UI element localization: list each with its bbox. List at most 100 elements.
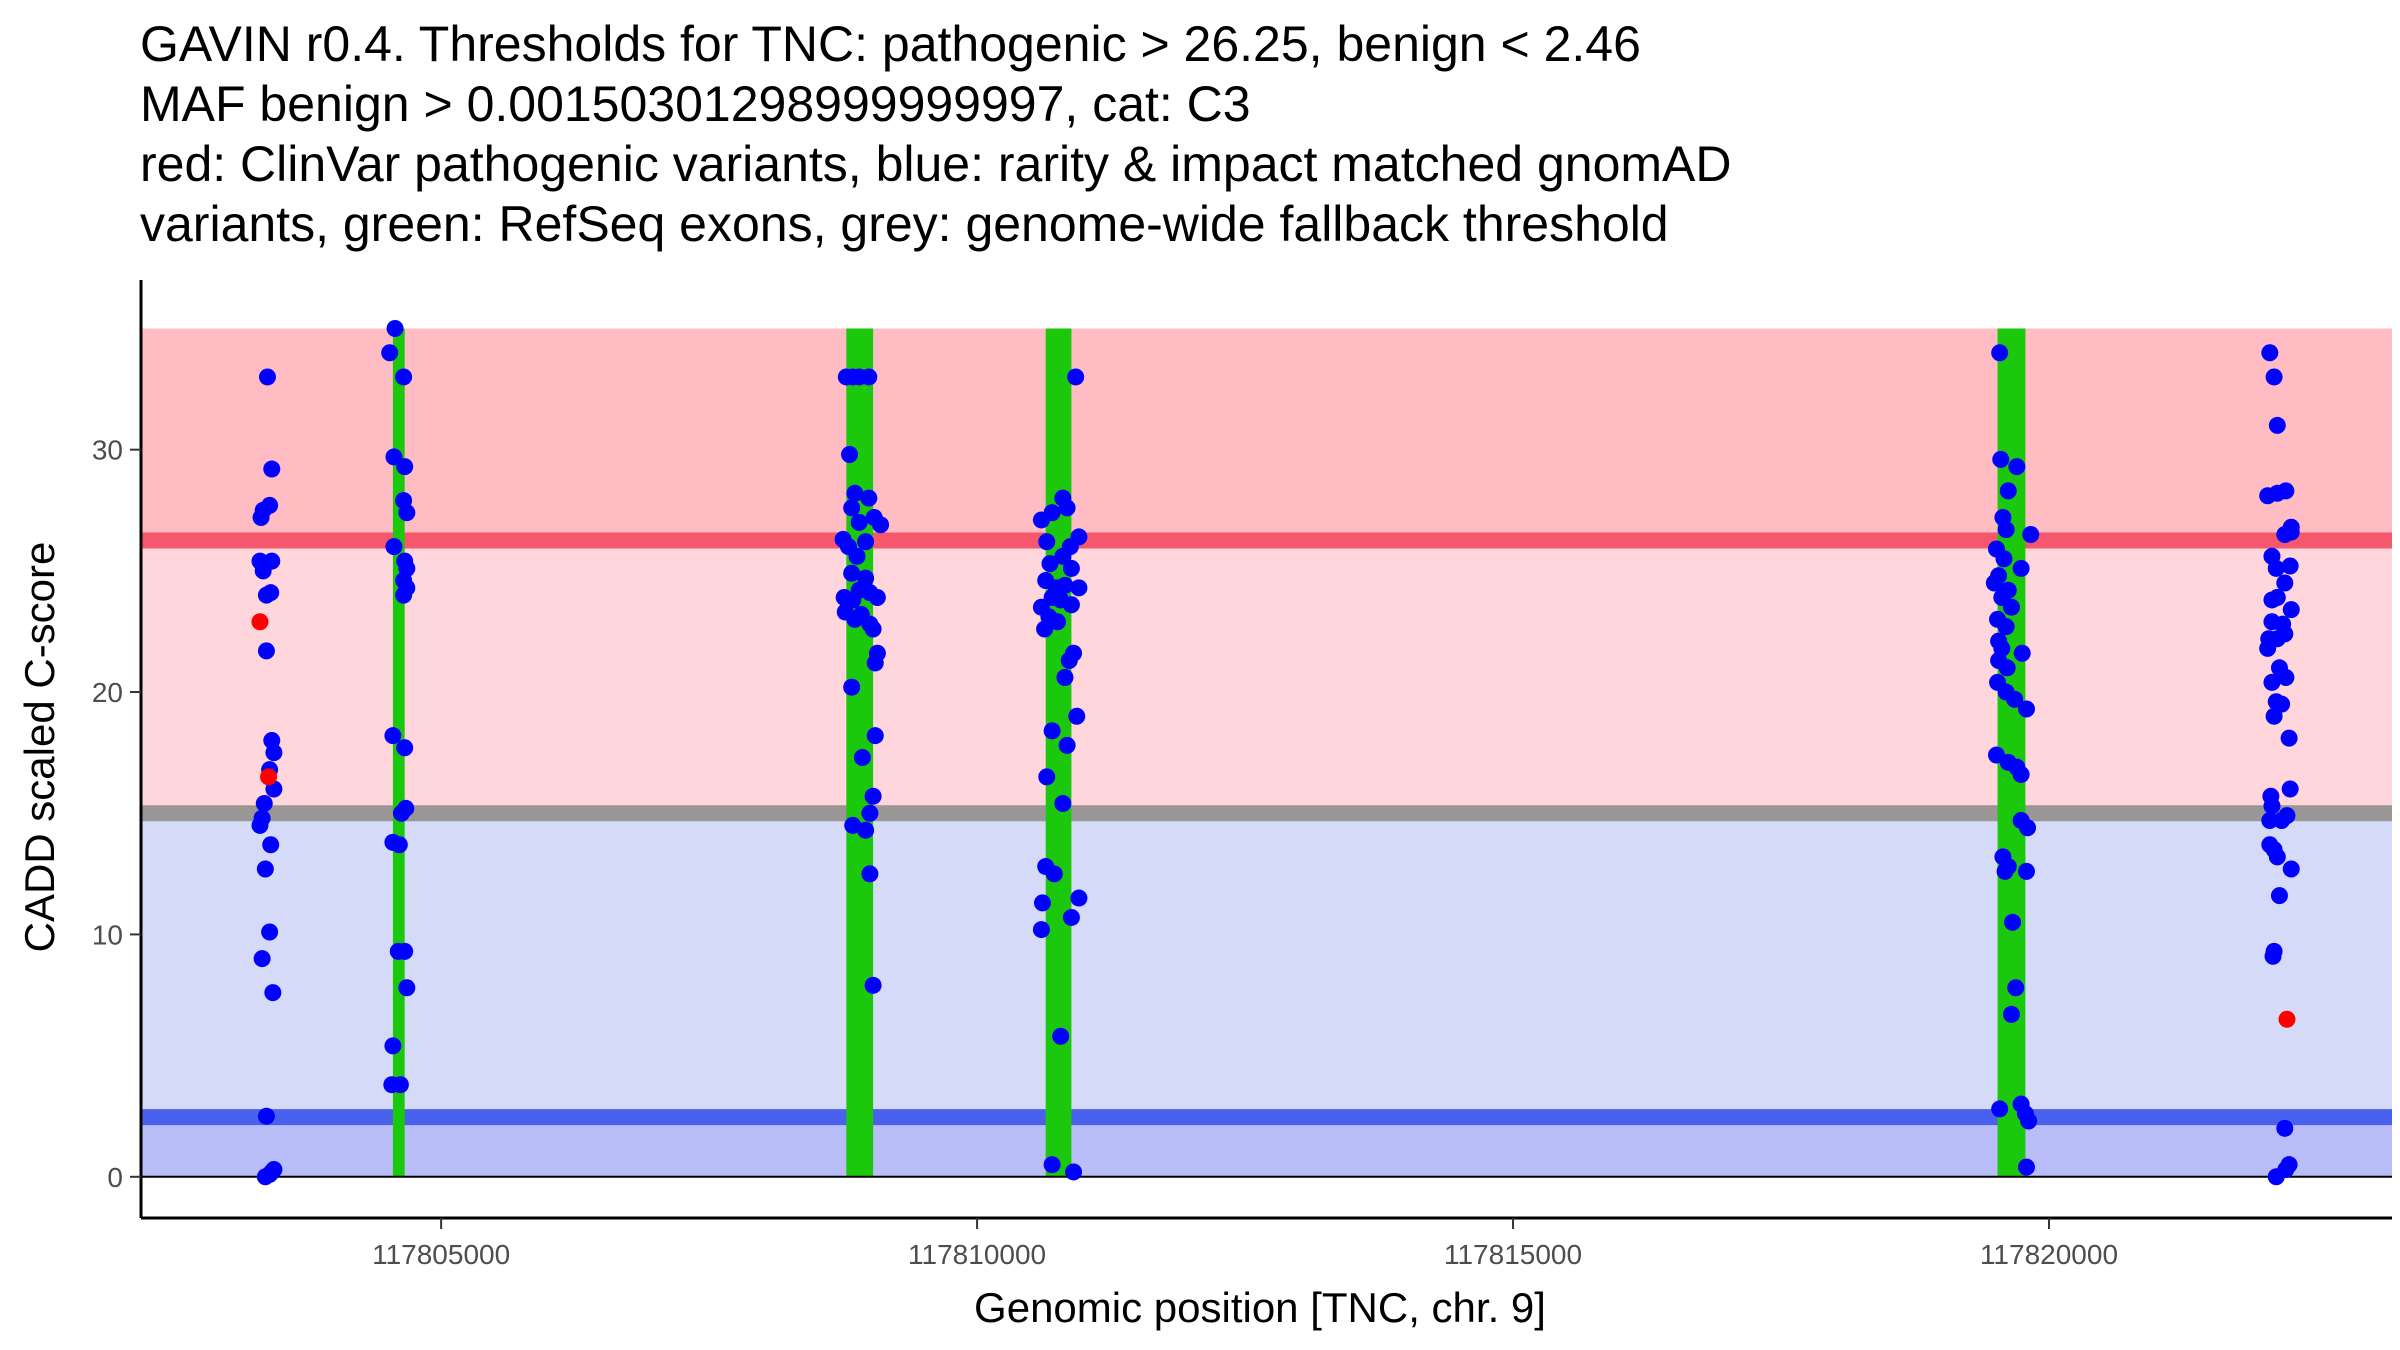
gnomad-point (1998, 659, 2016, 677)
gnomad-point (868, 589, 886, 607)
gnomad-point (2276, 625, 2294, 643)
gnomad-point (850, 513, 868, 531)
gnomad-point (864, 976, 882, 994)
gnomad-point (860, 489, 878, 507)
gnomad-point (1999, 482, 2017, 500)
x-tick-label: 117805000 (372, 1239, 510, 1270)
gnomad-point (1991, 344, 2009, 362)
gnomad-point (2017, 700, 2035, 718)
gnomad-point (1985, 574, 2003, 592)
clinvar-point (260, 768, 278, 786)
gnomad-point (2278, 807, 2296, 825)
clinvar-point (2278, 1010, 2296, 1028)
gnomad-point (2276, 574, 2294, 592)
gnomad-point (861, 865, 879, 883)
gnomad-point (2268, 416, 2286, 434)
gnomad-point (1058, 499, 1076, 517)
gnomad-point (2259, 639, 2277, 657)
gnomad-point (1048, 613, 1066, 631)
gnomad-point (2012, 765, 2030, 783)
gnomad-point (2263, 797, 2281, 815)
gnomad-point (1067, 368, 1085, 386)
gnomad-point (261, 496, 279, 514)
gnomad-point (1997, 521, 2015, 539)
gnomad-point (2276, 1119, 2294, 1137)
gnomad-point (258, 368, 276, 386)
gnomad-point (398, 504, 416, 522)
gnomad-point (2002, 1005, 2020, 1023)
gnomad-point (1056, 668, 1074, 686)
gnomad-point (262, 836, 280, 854)
gnomad-point (2261, 344, 2279, 362)
gnomad-point (384, 727, 402, 745)
zone-uncertain_above_fallback (141, 540, 2392, 814)
gnomad-point (2277, 668, 2295, 686)
zone-benign (141, 1117, 2392, 1177)
gnomad-point (2281, 780, 2299, 798)
gnomad-point (1065, 1163, 1083, 1181)
gnomad-point (2282, 601, 2300, 619)
x-tick-label: 117815000 (1444, 1239, 1582, 1270)
gnomad-point (2267, 1168, 2285, 1186)
gnomad-point (2264, 947, 2282, 965)
gnomad-point (257, 642, 275, 660)
gnomad-point (252, 509, 270, 527)
gnomad-point (860, 368, 878, 386)
gnomad-point (1070, 579, 1088, 597)
gnomad-point (843, 678, 861, 696)
gnomad-point (1991, 1100, 2009, 1118)
gnomad-point (1054, 795, 1072, 813)
gnomad-point (1992, 450, 2010, 468)
y-tick-label: 30 (92, 435, 123, 466)
gnomad-point (1996, 862, 2014, 880)
x-axis-title: Genomic position [TNC, chr. 9] (974, 1284, 1546, 1331)
clinvar-point (251, 613, 269, 631)
gnomad-point (857, 533, 875, 551)
gnomad-point (1045, 865, 1063, 883)
gnomad-point (381, 344, 399, 362)
gnomad-point (2022, 525, 2040, 543)
gnomad-point (256, 860, 274, 878)
gnomad-point (2013, 644, 2031, 662)
gnomad-point (254, 562, 272, 580)
gnomad-point (843, 564, 861, 582)
gnomad-point (255, 795, 273, 813)
axes: 117805000 117810000 117815000 117820000 010… (92, 280, 2392, 1270)
x-axis-ticks: 117805000 117810000 117815000 117820000 (372, 1218, 2118, 1270)
gnomad-point (864, 620, 882, 638)
gnomad-point (2282, 860, 2300, 878)
gnomad-point (1054, 547, 1072, 565)
gnomad-point (396, 458, 414, 476)
threshold-zones (141, 328, 2392, 1177)
gnomad-point (2281, 557, 2299, 575)
title-line-3: red: ClinVar pathogenic variants, blue: … (140, 136, 1732, 192)
gnomad-point (391, 1076, 409, 1094)
gnomad-point (390, 836, 408, 854)
title-line-4: variants, green: RefSeq exons, grey: gen… (140, 196, 1669, 252)
x-tick-label: 117820000 (1980, 1239, 2118, 1270)
gnomad-point (2020, 1112, 2038, 1130)
gnomad-point (848, 547, 866, 565)
gnomad-point (857, 821, 875, 839)
gnomad-point (1032, 921, 1050, 939)
gnomad-point (2012, 559, 2030, 577)
gnomad-point (392, 804, 410, 822)
gnomad-point (263, 460, 281, 478)
x-tick-label: 117810000 (908, 1239, 1046, 1270)
gnomad-point (2267, 559, 2285, 577)
title-line-1: GAVIN r0.4. Thresholds for TNC: pathogen… (140, 16, 1641, 72)
gnomad-point (864, 787, 882, 805)
gnomad-point (2265, 707, 2283, 725)
gnomad-point (2263, 591, 2281, 609)
gnomad-point (2265, 368, 2283, 386)
gnomad-point (1036, 620, 1054, 638)
gnomad-point (265, 744, 283, 762)
gnomad-point (386, 319, 404, 337)
y-axis-title: CADD scaled C-score (16, 542, 63, 953)
gnomad-point (1056, 576, 1074, 594)
gnomad-point (2263, 673, 2281, 691)
gnomad-point (2268, 848, 2286, 866)
gnomad-point (257, 586, 275, 604)
gnomad-point (1070, 889, 1088, 907)
